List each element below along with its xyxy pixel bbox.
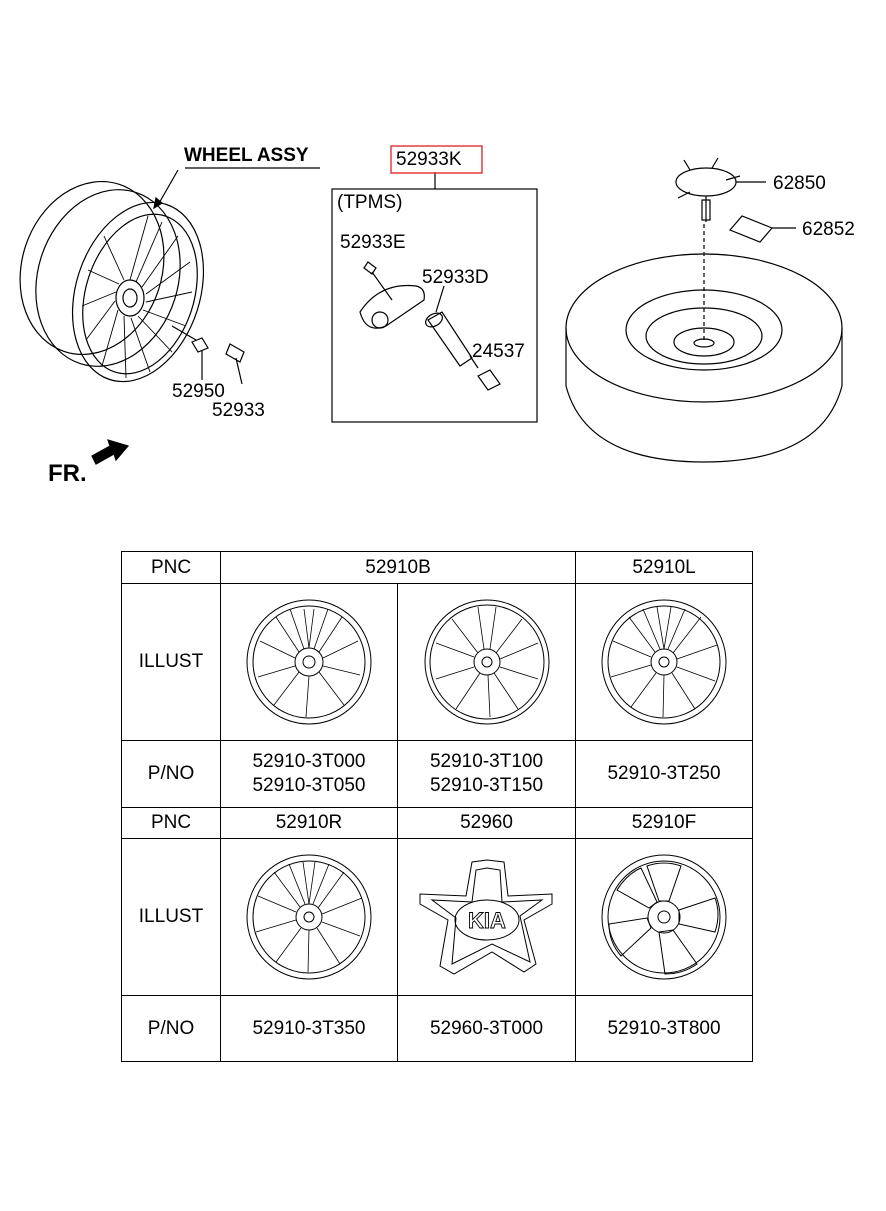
- alloy-wheel-icon: [246, 854, 372, 980]
- part-number: 52910-3T150: [429, 775, 544, 796]
- center-cap-icon: KIA: [419, 859, 552, 975]
- row-label-pnc: PNC: [121, 551, 221, 584]
- steel-wheel-icon: [601, 854, 727, 980]
- front-label: FR.: [48, 460, 87, 487]
- pnc-cell: 52910L: [575, 551, 754, 584]
- part-label-52933: 52933: [212, 400, 265, 421]
- pno-cell: 52910-3T100 52910-3T150: [396, 740, 577, 808]
- alloy-wheel-icon: [246, 599, 372, 725]
- tpms-part-number: 52933K: [396, 149, 462, 170]
- part-label-62852: 62852: [802, 219, 855, 240]
- table-row: PNC 52910B 52910L: [121, 551, 754, 584]
- part-label-52933D: 52933D: [422, 267, 489, 288]
- wheel-illustration-cell: [220, 838, 398, 996]
- row-label-pno: P/NO: [121, 740, 221, 808]
- wheel-assy-illustration: [19, 180, 245, 385]
- wheel-illustration-cell: [396, 583, 577, 741]
- part-number: 52910-3T050: [252, 775, 366, 796]
- table-row: P/NO 52910-3T000 52910-3T050 52910-3T100…: [121, 740, 754, 808]
- part-label-62850: 62850: [773, 173, 826, 194]
- part-label-24537: 24537: [472, 341, 525, 362]
- row-label-illust: ILLUST: [121, 583, 221, 741]
- wheel-illustration-cell: [575, 838, 754, 996]
- pnc-cell: 52960: [396, 807, 577, 839]
- table-row: ILLUST: [121, 583, 754, 741]
- table-row: PNC 52910R 52960 52910F: [121, 807, 754, 839]
- pno-cell: 52910-3T250: [575, 740, 754, 808]
- spare-tire-illustration: [565, 157, 843, 463]
- pnc-cell: 52910B: [219, 551, 577, 584]
- alloy-wheel-icon: [601, 599, 727, 725]
- row-label-pno: P/NO: [121, 995, 221, 1062]
- alloy-wheel-icon: [424, 599, 549, 725]
- row-label-pnc: PNC: [121, 807, 221, 839]
- parts-table: PNC 52910B 52910L ILLUST P/NO 52910: [121, 551, 754, 1062]
- part-number: 52910-3T000: [252, 751, 366, 773]
- row-label-illust: ILLUST: [121, 838, 221, 996]
- part-label-52950: 52950: [172, 381, 225, 402]
- tpms-label: (TPMS): [337, 192, 403, 213]
- part-label-52933E: 52933E: [340, 232, 406, 253]
- pno-cell: 52910-3T800: [575, 995, 754, 1062]
- kia-logo: KIA: [468, 908, 506, 933]
- table-row: P/NO 52910-3T350 52960-3T000 52910-3T800: [121, 995, 754, 1062]
- exploded-diagram: [19, 145, 843, 465]
- pno-cell: 52960-3T000: [396, 995, 577, 1062]
- part-highlight-box: [390, 145, 483, 174]
- pnc-cell: 52910F: [575, 807, 754, 839]
- tpms-box: [331, 145, 538, 423]
- center-cap-illustration-cell: KIA: [396, 838, 577, 996]
- pno-cell: 52910-3T350: [220, 995, 398, 1062]
- wheel-assy-label: WHEEL ASSY: [184, 145, 309, 166]
- wheel-illustration-cell: [575, 583, 754, 741]
- part-number: 52910-3T100: [429, 751, 544, 773]
- pnc-cell: 52910R: [220, 807, 398, 839]
- table-row: ILLUST KIA: [121, 838, 754, 996]
- wheel-illustration-cell: [220, 583, 398, 741]
- front-arrow-icon: [91, 439, 130, 465]
- pno-cell: 52910-3T000 52910-3T050: [220, 740, 398, 808]
